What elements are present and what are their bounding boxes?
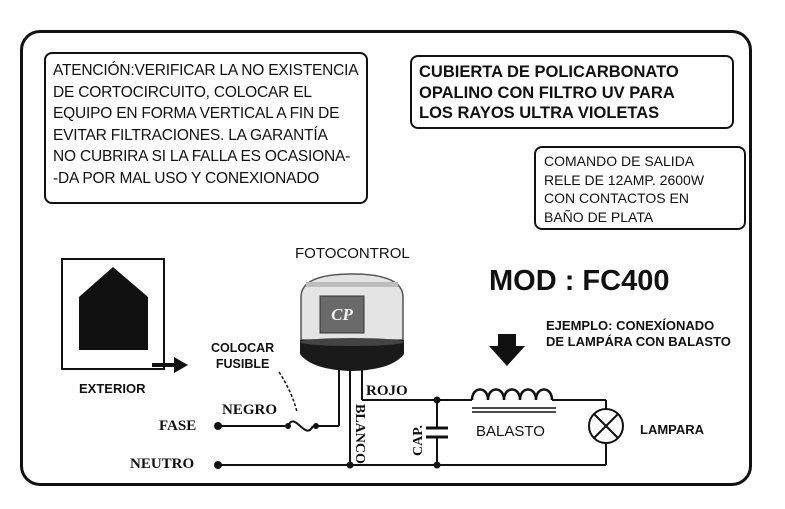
- lampara-label: LAMPARA: [640, 422, 705, 437]
- logo-badge: [319, 295, 365, 334]
- logo-text: CP: [331, 305, 353, 324]
- relay-line: RELE DE 12AMP. 2600W: [544, 171, 705, 188]
- relay-line: COMANDO DE SALIDA: [544, 153, 695, 169]
- example-note: EJEMPLO: CONEXÍONADO DE LAMPÁRA CON BALA…: [546, 318, 731, 350]
- cap-label: CAP.: [411, 425, 426, 456]
- attention-line: EQUIPO EN FORMA VERTICAL A FIN DE: [53, 105, 340, 122]
- exterior-arrowhead-icon: [174, 357, 188, 373]
- blanco-label: BLANCO: [352, 404, 367, 464]
- example-line: DE LAMPÁRA CON BALASTO: [546, 334, 731, 349]
- fuse-symbol: [287, 420, 314, 432]
- fuse-note-line: COLOCAR: [211, 341, 275, 355]
- relay-line: BAÑO DE PLATA: [544, 208, 654, 225]
- attention-line: DE CORTOCIRCUITO, COLOCAR EL: [53, 83, 312, 101]
- cover-line: LOS RAYOS ULTRA VIOLETAS: [419, 104, 660, 122]
- house-icon: [79, 267, 148, 350]
- attention-line: -DA POR MAL USO Y CONEXIONADO: [53, 169, 320, 187]
- neutro-label: NEUTRO: [130, 456, 195, 472]
- attention-line: ATENCIÓN:VERIFICAR LA NO EXISTENCIA: [53, 62, 359, 79]
- label-panel: [20, 30, 752, 486]
- relay-line: CON CONTACTOS EN: [544, 190, 689, 206]
- fotocontrol-label: FOTOCONTROL: [295, 245, 410, 262]
- attention-line: EVITAR FILTRACIONES. LA GARANTÍA: [53, 126, 328, 144]
- fuse-note: COLOCAR FUSIBLE: [211, 340, 274, 372]
- exterior-label: EXTERIOR: [79, 381, 146, 396]
- down-arrow-icon: [489, 334, 525, 366]
- cover-notice: CUBIERTA DE POLICARBONATO OPALINO CON FI…: [410, 55, 734, 129]
- cover-line: OPALINO CON FILTRO UV PARA: [419, 83, 675, 102]
- attention-notice: ATENCIÓN:VERIFICAR LA NO EXISTENCIA DE C…: [44, 52, 368, 204]
- ballast-coil: [470, 388, 554, 401]
- rojo-label: ROJO: [366, 383, 408, 399]
- attention-line: NO CUBRIRA SI LA FALLA ES OCASIONA-: [53, 148, 351, 165]
- model-label: MOD : FC400: [489, 265, 670, 297]
- relay-notice: COMANDO DE SALIDA RELE DE 12AMP. 2600W C…: [534, 146, 746, 230]
- photocontrol-device: [300, 273, 404, 371]
- fuse-note-line: FUSIBLE: [215, 357, 270, 371]
- example-line: EJEMPLO: CONEXÍONADO: [546, 318, 715, 333]
- fase-label: FASE: [159, 418, 197, 434]
- cover-line: CUBIERTA DE POLICARBONATO: [419, 63, 679, 81]
- balasto-label: BALASTO: [476, 423, 545, 440]
- negro-label: NEGRO: [222, 402, 278, 418]
